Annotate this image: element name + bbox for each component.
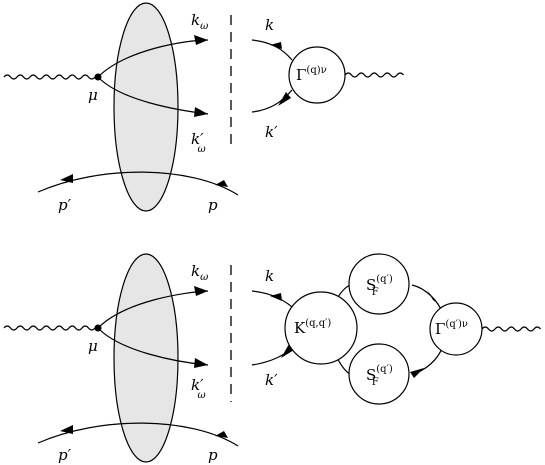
arrow-k-omega-prime: [194, 358, 208, 368]
label-k-prime: k′: [265, 371, 278, 389]
label-mu: μ: [88, 337, 98, 355]
blob: [113, 253, 179, 463]
label-k-omega: kω: [191, 262, 208, 283]
arrow-k-omega: [194, 286, 208, 296]
arrow-k: [270, 293, 282, 301]
arrow-p-in: [215, 180, 228, 187]
kernel-vertex: [284, 291, 358, 365]
label-k: k: [265, 267, 274, 285]
propagator-top: [348, 253, 410, 315]
outgoing-photon-line: [344, 72, 404, 78]
top-diagram: kω k′ω μ p′ p k k′ Γ(q)ν: [3, 2, 404, 214]
arrow-k: [270, 42, 282, 49]
arrow-loop-bottom: [410, 368, 424, 378]
arrow-loop-top: [427, 290, 437, 303]
label-propagator-bottom: S(q′)F: [366, 364, 393, 388]
label-kernel: K(q,q′): [294, 318, 331, 337]
bottom-diagram: kω k′ω μ p′ p k k′ K(q,q′) S(q′)F S(q′)F…: [3, 253, 541, 464]
label-k-omega: kω: [191, 11, 208, 32]
fermion-line-k: [251, 39, 293, 61]
arrow-p-out: [60, 174, 73, 183]
fermion-line-k-prime: [251, 89, 293, 113]
label-gamma-q: Γ(q)ν: [296, 65, 327, 84]
label-k-prime: k′: [265, 123, 278, 141]
label-mu: μ: [88, 86, 98, 104]
blob: [113, 2, 179, 212]
label-k: k: [265, 16, 274, 34]
incoming-photon-line: [3, 325, 96, 331]
outgoing-photon-line: [481, 326, 541, 332]
label-p: p: [208, 446, 218, 464]
arrow-k-omega: [194, 35, 208, 45]
label-p-prime: p′: [58, 196, 72, 214]
label-propagator-top: S(q′)F: [366, 274, 393, 298]
label-gamma-q-prime: Γ(q′)ν: [435, 319, 468, 338]
arrow-k-prime: [278, 92, 291, 106]
label-p-prime: p′: [58, 446, 72, 464]
label-k-omega-prime: k′ω: [191, 130, 206, 155]
propagator-bottom: [348, 343, 410, 405]
vertex-mu-dot: [94, 324, 102, 332]
arrow-p-in: [215, 431, 228, 438]
label-p: p: [208, 196, 218, 214]
vertex-mu-dot: [94, 73, 102, 81]
arrow-p-out: [60, 425, 73, 434]
incoming-photon-line: [3, 74, 96, 80]
arrow-k-omega-prime: [194, 107, 208, 117]
loop-line-bottom-right: [411, 345, 444, 375]
label-k-omega-prime: k′ω: [191, 376, 206, 401]
